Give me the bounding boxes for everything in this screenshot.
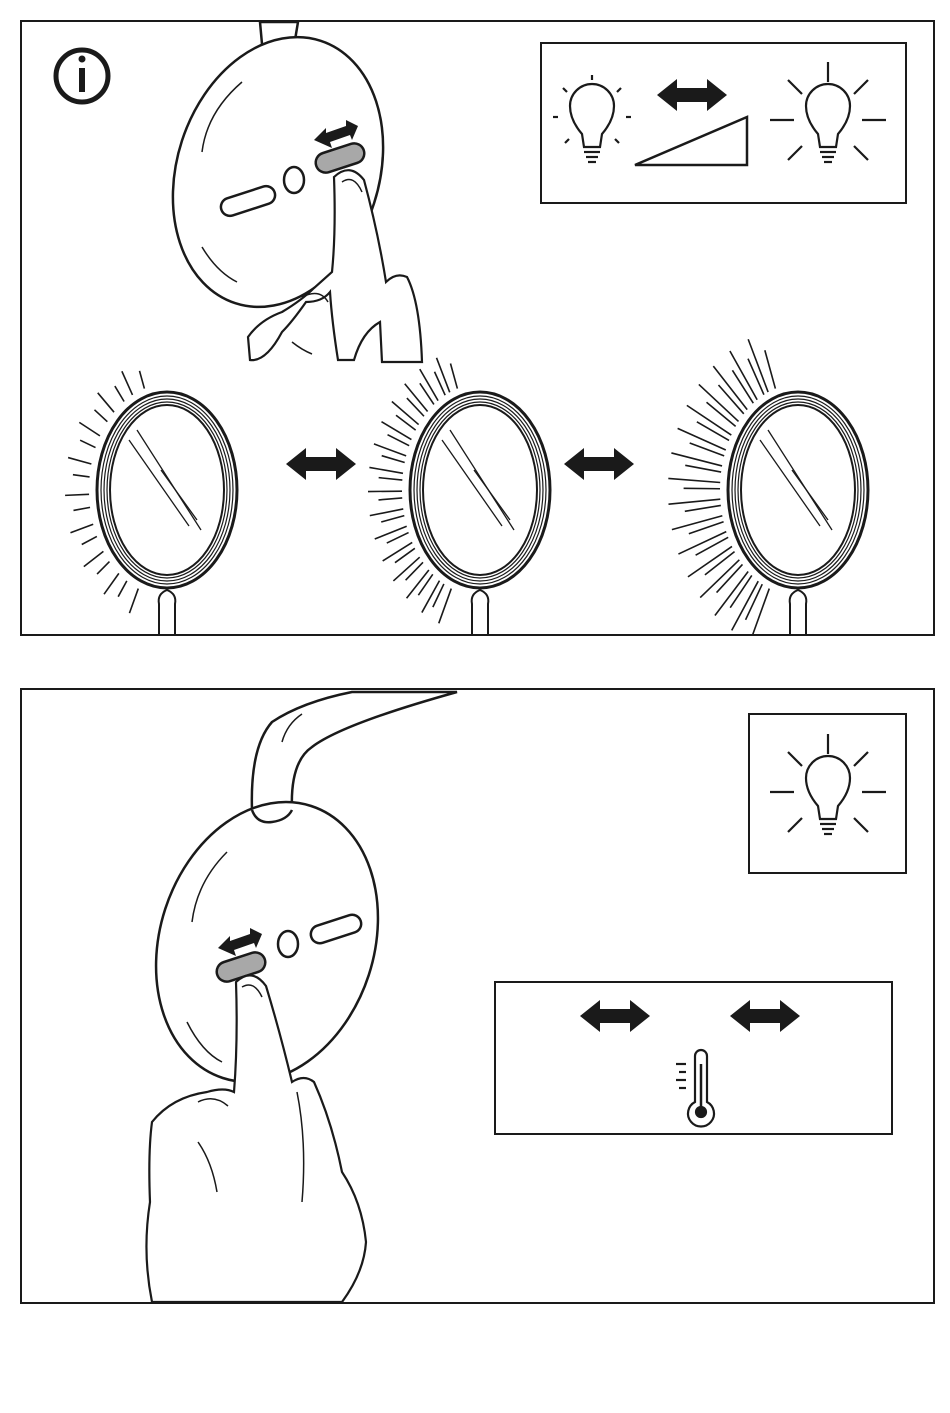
mirror-glass [110,405,224,575]
glow-ray [104,573,119,594]
glow-ray [115,386,124,401]
glow-ray [437,358,450,392]
mirror-low-glow [65,371,237,634]
info-icon [56,50,108,102]
glow-ray [687,405,731,435]
mirror-medium-glow [368,358,550,634]
glow-ray [396,415,416,430]
glow-ray [80,440,95,447]
glow-ray [450,363,457,388]
glow-ray [68,458,91,464]
glow-ray [73,507,90,510]
glow-ray [82,536,97,544]
glow-ray [690,443,724,456]
glow-ray [65,494,89,495]
glow-ray [671,453,722,466]
glow-ray [79,422,100,435]
glow-ray [418,574,432,595]
glow-ray [668,499,720,504]
glow-ray [406,562,423,580]
glow-ray [73,475,90,477]
mirror-high-glow [668,339,868,634]
glow-ray [685,465,721,472]
mirror-stem [790,590,807,634]
glow-ray [387,533,409,544]
glow-ray [420,383,434,404]
lamp-arm [252,692,457,810]
glow-ray [84,551,104,566]
glow-ray [433,584,444,607]
glow-ray [97,562,109,574]
glow-ray [672,516,722,530]
glow-ray [765,350,776,388]
glow-ray [369,467,403,473]
brightness-panel [20,20,935,636]
mirror-glass [423,405,537,575]
glow-ray [407,398,424,416]
glow-ray [382,456,405,463]
mirror-stem [472,590,489,634]
glow-ray [685,505,721,511]
glow-ray [374,444,406,456]
glow-ray [381,516,404,522]
glow-ray [98,393,114,412]
glow-ray [750,589,769,634]
mirror-stem [159,590,176,634]
glow-ray [140,371,145,389]
color-temperature-panel [20,688,935,1304]
glow-ray [383,542,413,561]
glow-ray [668,478,720,482]
glow-ray [395,548,415,562]
glow-ray [378,498,402,500]
glow-ray [379,478,403,480]
mirror-glass [741,405,855,575]
glow-ray [392,401,419,424]
glow-ray [439,589,452,624]
glow-ray [129,589,138,614]
brightness-illustration [22,22,933,634]
glow-ray [94,410,107,422]
glow-ray [370,509,403,516]
color-temperature-illustration [22,690,933,1302]
glow-ray [375,526,407,539]
glow-ray [122,371,133,395]
glow-ray [118,581,127,597]
glow-ray [70,524,93,533]
mirror-row [65,339,868,634]
